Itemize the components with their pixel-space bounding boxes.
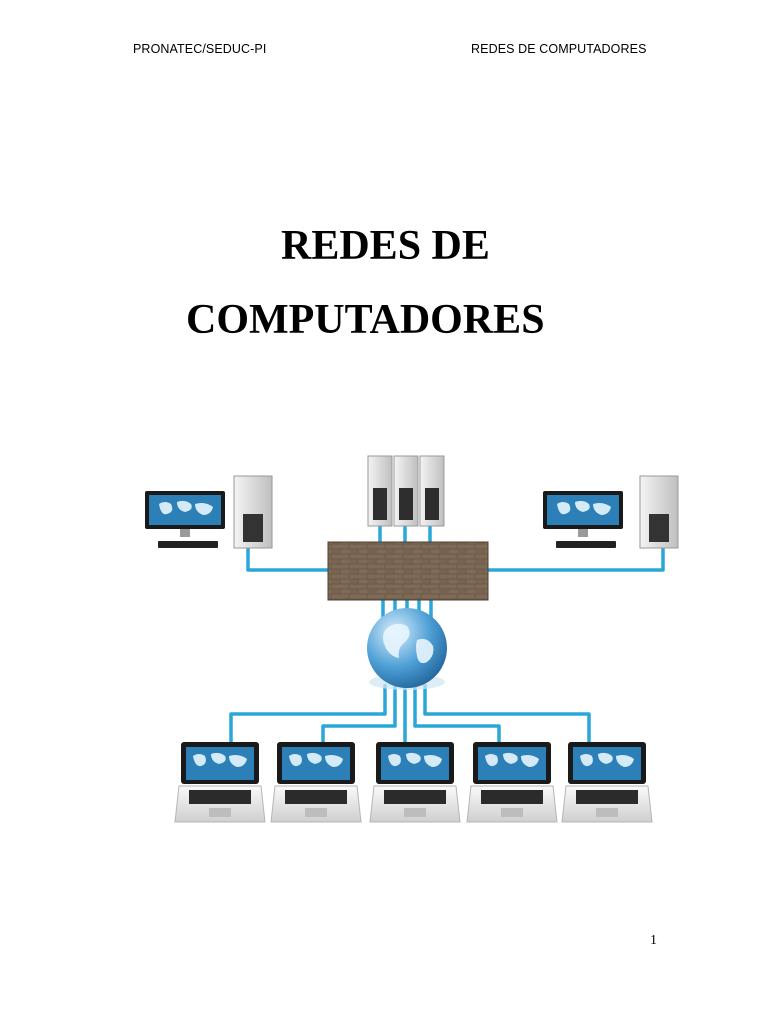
network-illustration xyxy=(145,455,679,823)
globe-icon xyxy=(367,608,447,690)
header-right: REDES DE COMPUTADORES xyxy=(471,42,647,56)
desktop-computer-icon xyxy=(543,475,679,549)
page-number: 1 xyxy=(650,933,657,948)
firewall-icon xyxy=(327,541,489,601)
title-line-2: COMPUTADORES xyxy=(186,297,545,343)
header-left: PRONATEC/SEDUC-PI xyxy=(133,42,267,56)
desktop-computer-icon xyxy=(145,475,273,549)
title-line-1: REDES DE xyxy=(281,223,490,269)
server-rack-icon xyxy=(367,455,445,527)
laptop-icon xyxy=(174,742,653,823)
